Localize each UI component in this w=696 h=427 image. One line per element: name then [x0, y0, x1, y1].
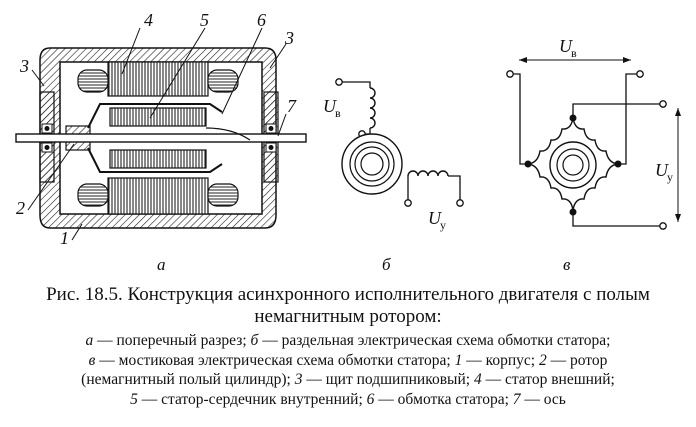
- winding-left-top: [77, 69, 109, 93]
- svg-text:у: у: [667, 170, 673, 184]
- part-label-b: б: [382, 255, 391, 274]
- winding-lead: [205, 127, 251, 141]
- callout-7: 7: [287, 96, 297, 116]
- excitation-coil: [369, 87, 376, 129]
- callout-5: 5: [200, 10, 209, 30]
- outer-stator-top: [107, 61, 209, 97]
- motor-cross-section: 4 5 6 3 3 7 2 1 а: [15, 10, 307, 274]
- outer-stator-bottom: [107, 177, 209, 215]
- motor-figure: 4 5 6 3 3 7 2 1 а U в U у б: [15, 10, 681, 274]
- callout-3-right: 3: [284, 28, 294, 48]
- shaft: [15, 133, 307, 143]
- part-label-v: в: [563, 255, 571, 274]
- winding-right-top: [207, 69, 239, 93]
- voltage-uy-c: U: [655, 160, 669, 180]
- callout-6: 6: [257, 10, 266, 30]
- part-label-a: а: [157, 255, 166, 274]
- inner-stator-bottom: [109, 149, 207, 169]
- svg-text:в: в: [335, 106, 341, 120]
- winding-left-bottom: [77, 183, 109, 207]
- callout-1: 1: [60, 228, 69, 248]
- callout-2: 2: [16, 198, 25, 218]
- svg-text:у: у: [440, 218, 446, 232]
- caption-title: Рис. 18.5. Конструкция асинхронного испо…: [46, 284, 650, 327]
- callout-4: 4: [144, 10, 153, 30]
- callout-3-left: 3: [19, 56, 29, 76]
- separate-scheme: U в U у б: [323, 78, 464, 274]
- caption-legend: а — поперечный разрез; б — раздельная эл…: [81, 332, 615, 408]
- winding-right-bottom: [207, 183, 239, 207]
- voltage-uy-b: U: [428, 208, 442, 228]
- hollow-rotor: [87, 103, 223, 173]
- svg-text:в: в: [571, 46, 577, 60]
- control-coil: [407, 170, 449, 177]
- inner-stator-top: [109, 107, 207, 127]
- figure-caption: Рис. 18.5. Конструкция асинхронного испо…: [0, 284, 696, 409]
- voltage-uv-c: U: [559, 36, 573, 56]
- voltage-uv-b: U: [323, 96, 337, 116]
- bridge-scheme: U в U у в: [506, 36, 681, 274]
